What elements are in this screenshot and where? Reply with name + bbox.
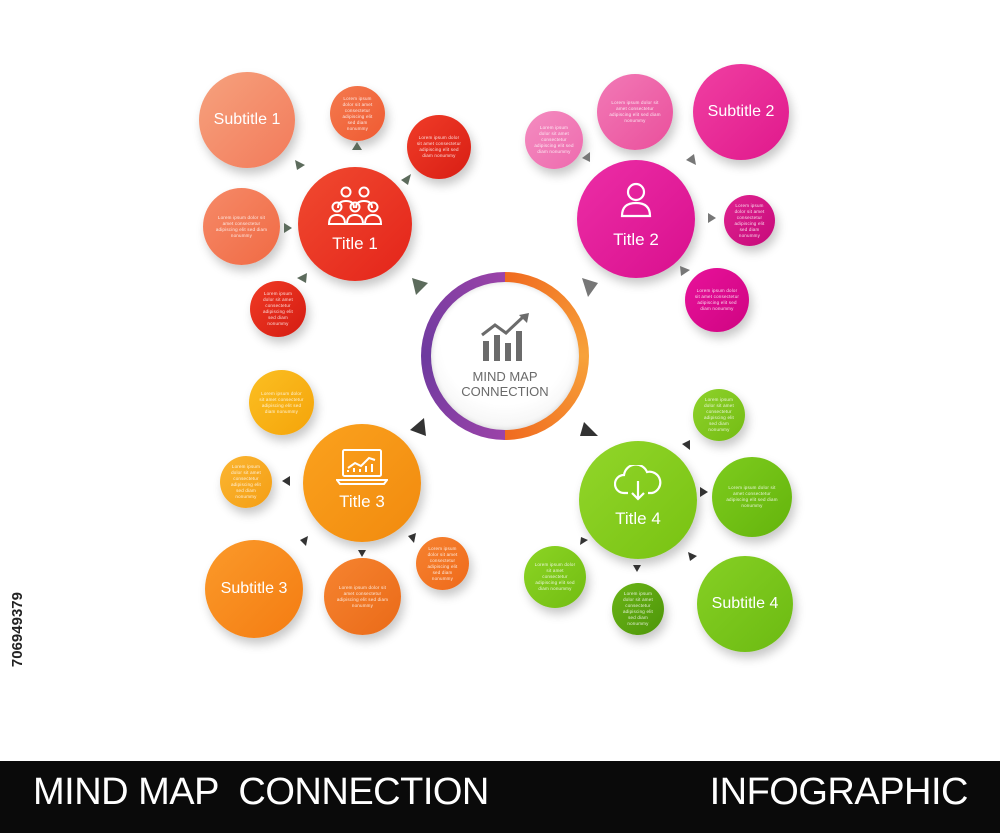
arrow-icon: [700, 487, 708, 497]
title-1-bubble: Title 1: [298, 167, 412, 281]
detail-text: Lorem ipsum dolor sit amet consectetur a…: [703, 397, 734, 432]
arrow-icon: [284, 223, 292, 233]
detail-text: Lorem ipsum dolor sit amet consectetur a…: [259, 390, 304, 414]
detail-text: Lorem ipsum dolor sit amet consectetur a…: [416, 135, 462, 158]
arrow-icon: [580, 537, 588, 545]
cloud-download-icon: [614, 465, 662, 501]
branch-4-detail-bubble: Lorem ipsum dolor sit amet consectetur a…: [612, 583, 664, 635]
detail-text: Lorem ipsum dolor sit amet consectetur a…: [694, 288, 740, 311]
laptop-chart-icon: [336, 449, 388, 485]
arrow-icon: [410, 418, 426, 436]
branch-4-detail-bubble: Lorem ipsum dolor sit amet consectetur a…: [524, 546, 586, 608]
title-3-bubble: Title 3: [303, 424, 421, 542]
branch-3-detail-bubble: Lorem ipsum dolor sit amet consectetur a…: [249, 370, 314, 435]
branch-1-detail-bubble: Lorem ipsum dolor sit amet consectetur a…: [330, 86, 385, 141]
arrow-icon: [297, 273, 307, 283]
branch-1-detail-bubble: Lorem ipsum dolor sit amet consectetur a…: [407, 115, 471, 179]
branch-3-detail-bubble: Lorem ipsum dolor sit amet consectetur a…: [416, 537, 469, 590]
detail-text: Lorem ipsum dolor sit amet consectetur a…: [734, 202, 765, 238]
group-people-icon: [327, 186, 383, 225]
branch-3-detail-bubble: Lorem ipsum dolor sit amet consectetur a…: [324, 558, 401, 635]
arrow-icon: [582, 278, 598, 297]
arrow-icon: [708, 213, 716, 223]
stock-id: 706949379: [9, 592, 26, 668]
branch-2-detail-bubble: Lorem ipsum dolor sit amet consectetur a…: [525, 111, 583, 169]
subtitle-3-bubble: Subtitle 3: [205, 540, 303, 638]
branch-1-detail-bubble: Lorem ipsum dolor sit amet consectetur a…: [250, 281, 306, 337]
detail-text: Lorem ipsum dolor sit amet consectetur a…: [215, 214, 268, 238]
subtitle-1-label: Subtitle 1: [213, 111, 281, 128]
detail-text: Lorem ipsum dolor sit amet consectetur a…: [534, 562, 576, 591]
subtitle-4-bubble: Subtitle 4: [697, 556, 793, 652]
title-2-label: Title 2: [613, 230, 659, 249]
arrow-icon: [401, 174, 411, 185]
branch-4-detail-bubble: Lorem ipsum dolor sit amet consectetur a…: [712, 457, 792, 537]
arrow-icon: [582, 152, 590, 162]
subtitle-3-label: Subtitle 3: [220, 580, 288, 597]
detail-text: Lorem ipsum dolor sit amet consectetur a…: [336, 584, 389, 608]
center-label: MIND MAP CONNECTION: [461, 369, 549, 399]
subtitle-2-label: Subtitle 2: [707, 103, 775, 120]
subtitle-4-label: Subtitle 4: [711, 595, 779, 612]
arrow-icon: [580, 422, 598, 436]
center-node-face: MIND MAP CONNECTION: [431, 282, 579, 430]
footer-bar: MIND MAP CONNECTION INFOGRAPHIC: [0, 761, 1000, 833]
branch-1-detail-bubble: Lorem ipsum dolor sit amet consectetur a…: [203, 188, 280, 265]
detail-text: Lorem ipsum dolor sit amet consectetur a…: [230, 464, 261, 499]
detail-text: Lorem ipsum dolor sit amet consectetur a…: [534, 125, 574, 154]
branch-2-detail-bubble: Lorem ipsum dolor sit amet consectetur a…: [685, 268, 749, 332]
title-4-bubble: Title 4: [579, 441, 697, 559]
detail-text: Lorem ipsum dolor sit amet consectetur a…: [342, 95, 373, 131]
detail-text: Lorem ipsum dolor sit amet consectetur a…: [726, 485, 778, 508]
arrow-icon: [682, 440, 690, 450]
title-4-label: Title 4: [615, 509, 661, 528]
subtitle-1-bubble: Subtitle 1: [199, 72, 295, 168]
title-2-bubble: Title 2: [577, 160, 695, 278]
arrow-icon: [408, 533, 416, 543]
branch-4-detail-bubble: Lorem ipsum dolor sit amet consectetur a…: [693, 389, 745, 441]
arrow-icon: [686, 154, 696, 165]
footer-subtitle: INFOGRAPHIC: [709, 771, 969, 813]
branch-2-detail-bubble: Lorem ipsum dolor sit amet consectetur a…: [597, 74, 673, 150]
arrow-icon: [300, 536, 308, 546]
detail-text: Lorem ipsum dolor sit amet consectetur a…: [427, 545, 458, 581]
title-3-label: Title 3: [339, 492, 385, 511]
arrow-icon: [688, 552, 697, 561]
detail-text: Lorem ipsum dolor sit amet consectetur a…: [609, 100, 661, 123]
branch-3-detail-bubble: Lorem ipsum dolor sit amet consectetur a…: [220, 456, 272, 508]
user-icon: [620, 182, 652, 218]
arrow-icon: [282, 476, 290, 486]
arrow-icon: [352, 142, 362, 150]
detail-text: Lorem ipsum dolor sit amet consectetur a…: [622, 591, 653, 626]
arrow-icon: [680, 266, 690, 276]
arrow-icon: [295, 160, 305, 170]
branch-2-detail-bubble: Lorem ipsum dolor sit amet consectetur a…: [724, 195, 775, 246]
center-node: MIND MAP CONNECTION: [421, 272, 589, 440]
title-1-label: Title 1: [332, 234, 378, 253]
detail-text: Lorem ipsum dolor sit amet consectetur a…: [262, 291, 293, 326]
arrow-icon: [358, 550, 366, 557]
arrow-icon: [412, 278, 428, 295]
subtitle-2-bubble: Subtitle 2: [693, 64, 789, 160]
arrow-icon: [633, 565, 641, 572]
bar-chart-trend-icon: [481, 313, 529, 361]
footer-title: MIND MAP CONNECTION: [33, 771, 489, 813]
